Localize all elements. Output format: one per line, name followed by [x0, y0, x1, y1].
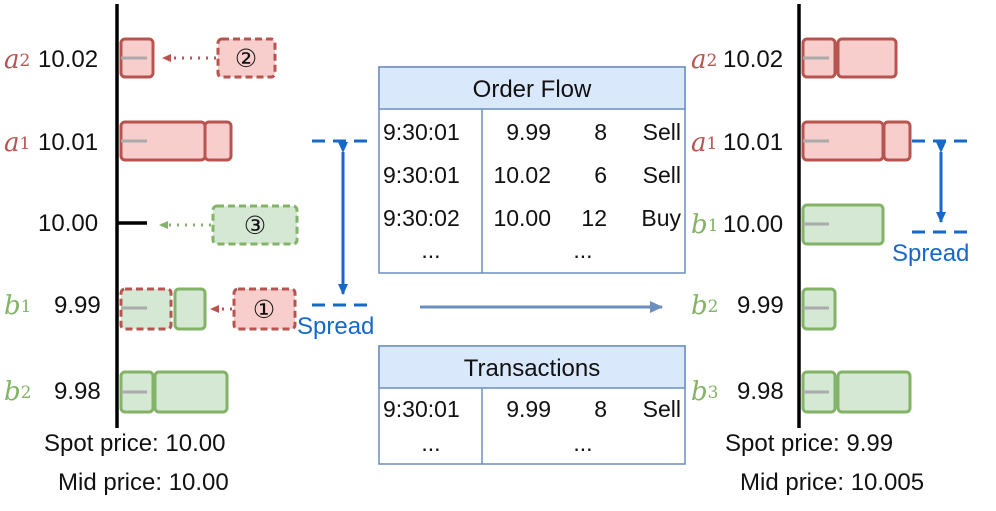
right-level-a1: a1 10.01 [691, 120, 912, 162]
incoming-order-1: ① [210, 287, 297, 331]
left-level-b1-symbol: b1 [4, 291, 31, 321]
left-level-a1-symbol: a1 [4, 128, 30, 158]
incoming-ask-box [216, 37, 277, 79]
left-level-mid: 10.00 [38, 210, 147, 237]
incoming-bid-box [211, 204, 299, 246]
transactions-header [378, 345, 686, 389]
cell-qty: 12 [581, 205, 607, 231]
bid-order-box [173, 287, 207, 331]
right-level-a1-symbol: a1 [691, 128, 717, 158]
right-level-a1-price: 10.01 [723, 129, 783, 156]
right-level-b1-symbol: b1 [691, 210, 718, 240]
cell-qty: 8 [594, 396, 607, 422]
cell-side: Buy [641, 205, 681, 231]
cell-time: 9:30:01 [383, 119, 460, 145]
cell-side: Sell [643, 119, 681, 145]
table-row: 9:30:01 9.99 8 Sell [383, 396, 681, 422]
right-mid-price: Mid price: 10.005 [740, 469, 924, 496]
left-order-book: a2 10.02 a1 10.01 10.00 b1 9.99 [4, 4, 375, 496]
right-spot-price: Spot price: 9.99 [725, 430, 893, 457]
ask-order-box [203, 120, 233, 162]
cell-price: 10.02 [493, 162, 551, 188]
ellipsis: ... [573, 430, 592, 456]
cell-qty: 8 [594, 119, 607, 145]
incoming-ask-box [232, 287, 297, 331]
bid-order-box [836, 370, 912, 414]
event-marker-2: ② [235, 44, 257, 73]
cell-time: 9:30:01 [383, 396, 460, 422]
left-spot-price: Spot price: 10.00 [44, 430, 225, 457]
left-level-b1: b1 9.99 [4, 287, 207, 331]
right-level-b3-symbol: b3 [691, 377, 718, 407]
right-level-a2-price: 10.02 [723, 46, 783, 73]
left-spread-label: Spread [297, 313, 374, 340]
order-flow-title: Order Flow [473, 76, 592, 103]
left-level-b1-price: 9.99 [54, 292, 101, 319]
left-level-a2-price: 10.02 [38, 46, 98, 73]
right-level-a2: a2 10.02 [691, 37, 898, 79]
cell-side: Sell [643, 396, 681, 422]
cell-side: Sell [643, 162, 681, 188]
transactions-table: Transactions 9:30:01 9.99 8 Sell ... ... [378, 345, 686, 465]
left-mid-price: Mid price: 10.00 [58, 469, 229, 496]
transactions-title: Transactions [464, 355, 601, 382]
left-spread-indicator: Spread [297, 139, 375, 340]
left-level-b2-symbol: b2 [4, 377, 31, 407]
right-level-b3: b3 9.98 [691, 370, 912, 414]
ellipsis: ... [573, 237, 592, 263]
table-row: 9:30:01 10.02 6 Sell [383, 162, 681, 188]
right-level-b3-price: 9.98 [737, 378, 784, 405]
left-level-mid-price: 10.00 [38, 210, 98, 237]
ask-order-box [836, 37, 898, 79]
right-level-b2: b2 9.99 [691, 287, 837, 331]
ellipsis: ... [421, 237, 440, 263]
right-level-b1: b1 10.00 [691, 203, 885, 246]
order-flow-table: Order Flow 9:30:01 9.99 8 Sell 9:30:01 1… [378, 66, 686, 274]
cell-qty: 6 [594, 162, 607, 188]
right-spread-label: Spread [892, 240, 969, 267]
right-level-b2-price: 9.99 [737, 292, 784, 319]
left-level-a2-symbol: a2 [4, 45, 30, 75]
table-row: 9:30:01 9.99 8 Sell [383, 119, 681, 145]
table-row: 9:30:02 10.00 12 Buy [383, 205, 681, 231]
left-level-b2: b2 9.98 [4, 370, 229, 414]
incoming-order-3: ③ [159, 204, 299, 246]
right-level-b1-price: 10.00 [723, 211, 783, 238]
right-level-b2-symbol: b2 [691, 291, 718, 321]
right-level-a2-symbol: a2 [691, 45, 717, 75]
cell-price: 9.99 [506, 119, 551, 145]
left-level-a1-price: 10.01 [38, 129, 98, 156]
left-level-a1: a1 10.01 [4, 120, 233, 162]
cell-price: 10.00 [493, 205, 551, 231]
cell-time: 9:30:02 [383, 205, 460, 231]
ask-order-box [882, 120, 912, 162]
left-level-b2-price: 9.98 [54, 378, 101, 405]
left-level-a2: a2 10.02 [4, 37, 155, 79]
right-order-book: a2 10.02 a1 10.01 b1 10.00 b2 9.99 b3 [691, 4, 975, 496]
order-flow-header [378, 66, 686, 110]
cell-time: 9:30:01 [383, 162, 460, 188]
bid-order-box [153, 370, 229, 414]
incoming-order-2: ② [162, 37, 277, 79]
event-marker-1: ① [253, 295, 275, 324]
cell-price: 9.99 [506, 396, 551, 422]
right-spread-indicator: Spread [892, 139, 975, 267]
ellipsis: ... [421, 430, 440, 456]
event-marker-3: ③ [244, 211, 266, 240]
